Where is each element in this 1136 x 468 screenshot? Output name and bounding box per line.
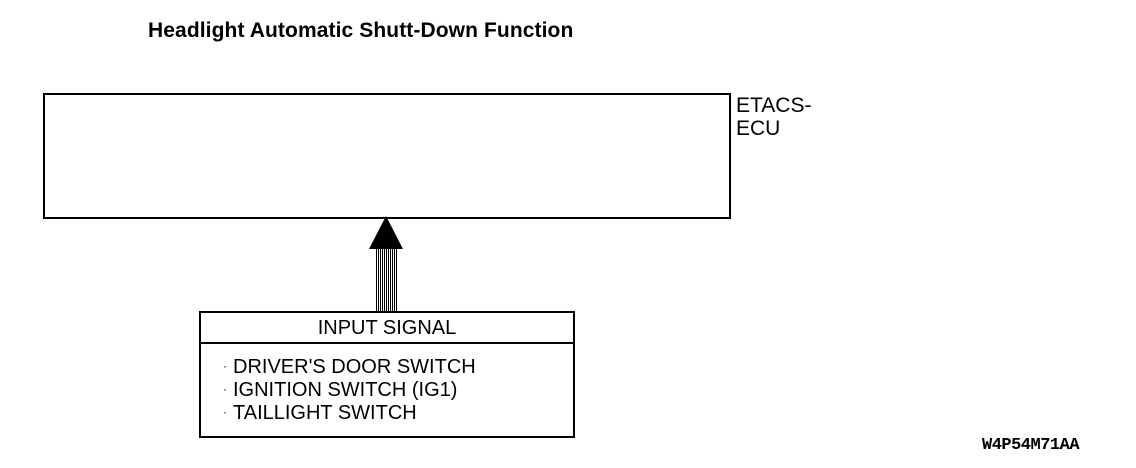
list-item-label: TAILLIGHT SWITCH xyxy=(233,402,417,424)
ecu-label-line1: ETACS- xyxy=(736,94,812,117)
input-signal-header: INPUT SIGNAL xyxy=(201,313,573,344)
bullet-icon: · xyxy=(223,382,227,396)
input-signal-list: · DRIVER'S DOOR SWITCH · IGNITION SWITCH (… xyxy=(223,355,476,424)
bullet-icon: · xyxy=(223,359,227,373)
ecu-label-line2: ECU xyxy=(736,117,781,140)
list-item: · DRIVER'S DOOR SWITCH xyxy=(223,355,476,378)
etacs-ecu-box xyxy=(43,93,731,219)
arrow-head xyxy=(369,216,403,249)
arrow-shaft xyxy=(376,249,397,312)
input-signal-box: INPUT SIGNAL · DRIVER'S DOOR SWITCH · IGNI… xyxy=(199,311,575,438)
list-item: · IGNITION SWITCH (IG1) xyxy=(223,378,476,401)
list-item: · TAILLIGHT SWITCH xyxy=(223,401,476,424)
list-item-label: IGNITION SWITCH (IG1) xyxy=(233,379,458,401)
diagram-title: Headlight Automatic Shutt-Down Function xyxy=(148,19,574,42)
bullet-icon: · xyxy=(223,405,227,419)
etacs-ecu-label: ETACS- ECU xyxy=(736,94,811,140)
figure-code: W4P54M71AA xyxy=(982,436,1080,455)
list-item-label: DRIVER'S DOOR SWITCH xyxy=(233,356,476,378)
signal-arrow xyxy=(369,216,403,312)
